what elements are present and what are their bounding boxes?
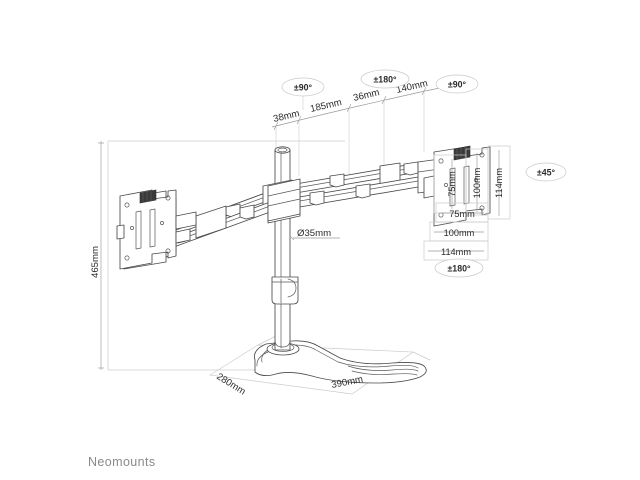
- vesa-vertical-114mm: 114mm: [494, 168, 504, 198]
- cable-clip-collar: [271, 276, 299, 305]
- vesa-horizontal-114mm: 114mm: [441, 247, 471, 257]
- dim-label-36mm: 36mm: [352, 87, 380, 104]
- badge-screen-tilt: ±45°: [525, 162, 567, 182]
- dim-label-185mm: 185mm: [309, 97, 343, 115]
- height-dimension-465mm: 465mm: [90, 141, 104, 370]
- left-monitor-bracket: [116, 189, 197, 270]
- pole-diameter-dimension: Ø35mm: [289, 228, 340, 241]
- badge-tilt-head: ±90°: [435, 74, 479, 94]
- arm-pole-hub: [267, 178, 301, 222]
- vesa-horizontal-100mm: 100mm: [444, 228, 475, 238]
- badge-screen-rotate-label: ±180°: [447, 264, 471, 274]
- dim-label-pole-diameter: Ø35mm: [297, 228, 331, 239]
- badge-arm-joint-label: ±180°: [373, 75, 397, 85]
- badge-tilt-head-label: ±90°: [448, 80, 467, 90]
- top-dimension-chain: 38mm 185mm 36mm 140mm: [271, 78, 471, 182]
- vesa-vertical-75mm: 75mm: [447, 171, 457, 197]
- badge-pole-top: ±90°: [281, 77, 325, 110]
- center-pole: [271, 146, 299, 351]
- vesa-vertical-dimensions: 75mm 100mm 114mm: [433, 145, 511, 220]
- dim-label-465mm: 465mm: [90, 246, 101, 278]
- badge-pole-top-label: ±90°: [294, 83, 313, 93]
- badge-screen-rotate: ±180°: [434, 258, 484, 278]
- badge-screen-tilt-label: ±45°: [537, 168, 556, 178]
- vesa-horizontal-dimensions: 75mm 100mm 114mm: [423, 202, 489, 261]
- dim-label-38mm: 38mm: [272, 108, 300, 125]
- vesa-vertical-100mm: 100mm: [472, 167, 482, 198]
- brand-logo: Neomounts: [88, 455, 156, 469]
- right-monitor-bracket: [423, 145, 491, 227]
- badge-arm-joint: ±180°: [360, 69, 410, 89]
- vesa-horizontal-75mm: 75mm: [449, 209, 475, 219]
- arm-assembly: [151, 158, 441, 262]
- dim-label-280mm: 280mm: [214, 371, 247, 397]
